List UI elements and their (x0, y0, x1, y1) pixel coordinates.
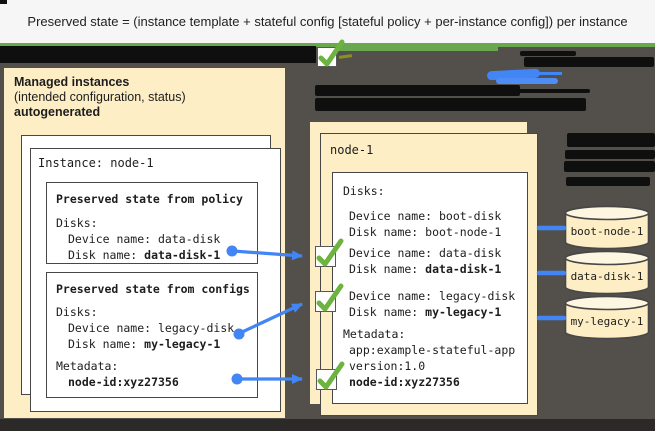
checkbox-metadata (316, 369, 337, 390)
cylinder-top (564, 295, 650, 311)
policy-device-line: Device name: data-disk (68, 232, 221, 246)
blue-dash (538, 72, 562, 75)
disk-name-label: Disk name: (68, 337, 145, 351)
disk-label: my-legacy-1 (571, 315, 644, 328)
policy-disks-header: Disks: (56, 216, 98, 230)
configs-disks-header: Disks: (56, 305, 98, 319)
disk-cylinder-data: data-disk-1 (564, 250, 650, 296)
preserved-state-policy-box (46, 182, 258, 264)
node-metadata-header: Metadata: (343, 327, 406, 341)
legacy-device-line: Device name: legacy-disk (349, 289, 516, 303)
node-metadata-nodeid: node-id:xyz27356 (349, 375, 460, 389)
redaction-bar (0, 46, 316, 63)
redaction-bar (566, 177, 650, 186)
configs-device-line: Device name: legacy-disk (68, 321, 235, 335)
redaction-bar (480, 89, 590, 93)
node-disks-box (332, 172, 528, 404)
checkbox-top (317, 47, 337, 67)
redaction-bar (564, 161, 655, 172)
configs-metadata-value: node-id:xyz27356 (68, 375, 179, 389)
disk-name-value: data-disk-1 (425, 262, 502, 276)
redaction-bar (315, 85, 520, 96)
managed-instances-header: Managed instances (intended configuratio… (14, 75, 276, 120)
disk-name-value: boot-node-1 (425, 225, 502, 239)
redaction-bar (524, 57, 654, 67)
banner-text: Preserved state = (instance template + s… (27, 14, 628, 29)
cylinder-top (564, 205, 650, 221)
disk-name-label: Disk name: (349, 225, 426, 239)
disk-name-label: Disk name: (68, 248, 145, 262)
disk-name-label: Disk name: (349, 305, 426, 319)
corner-mark (0, 0, 7, 4)
node-disks-header: Disks: (343, 184, 385, 198)
checkbox-data-disk (315, 246, 336, 267)
node-metadata-app: app:example-stateful-app (349, 343, 516, 357)
disk-name-label: Disk name: (349, 262, 426, 276)
policy-disk-line: Disk name: data-disk-1 (68, 247, 220, 263)
bottom-strip (0, 419, 655, 431)
banner: Preserved state = (instance template + s… (0, 0, 655, 43)
preserved-state-configs-box (46, 272, 258, 398)
configs-disk-line: Disk name: my-legacy-1 (68, 336, 220, 352)
node-metadata-version: version:1.0 (349, 359, 426, 373)
panel-title: Managed instances (14, 75, 130, 89)
configs-metadata-header: Metadata: (56, 359, 119, 373)
disk-label: data-disk-1 (571, 270, 644, 283)
configs-box-title: Preserved state from configs (56, 282, 250, 296)
data-disk-line: Disk name: data-disk-1 (349, 261, 501, 277)
instance-card-title: Instance: node-1 (38, 156, 154, 170)
green-highlight-bar (320, 44, 498, 51)
redaction-bar (567, 133, 655, 147)
panel-subtitle2: autogenerated (14, 105, 101, 119)
policy-box-title: Preserved state from policy (56, 192, 243, 206)
underline-mark (338, 54, 353, 59)
boot-disk-line: Disk name: boot-node-1 (349, 224, 501, 240)
disk-name-value: my-legacy-1 (144, 337, 221, 351)
redaction-bar (565, 150, 655, 159)
panel-subtitle: (intended configuration, status) (14, 90, 186, 104)
disk-cylinder-legacy: my-legacy-1 (564, 295, 650, 341)
legacy-disk-line: Disk name: my-legacy-1 (349, 304, 501, 320)
disk-name-value: my-legacy-1 (425, 305, 502, 319)
data-device-line: Device name: data-disk (349, 246, 502, 260)
node-card-title: node-1 (330, 143, 374, 157)
cylinder-top (564, 250, 650, 266)
blue-scribble (496, 78, 558, 84)
disk-name-value: data-disk-1 (144, 248, 221, 262)
disk-cylinder-boot: boot-node-1 (564, 205, 650, 251)
disk-label: boot-node-1 (571, 225, 644, 238)
redaction-bar (315, 98, 586, 111)
redaction-bar (520, 51, 576, 56)
checkbox-legacy-disk (315, 291, 336, 312)
boot-device-line: Device name: boot-disk (349, 209, 502, 223)
